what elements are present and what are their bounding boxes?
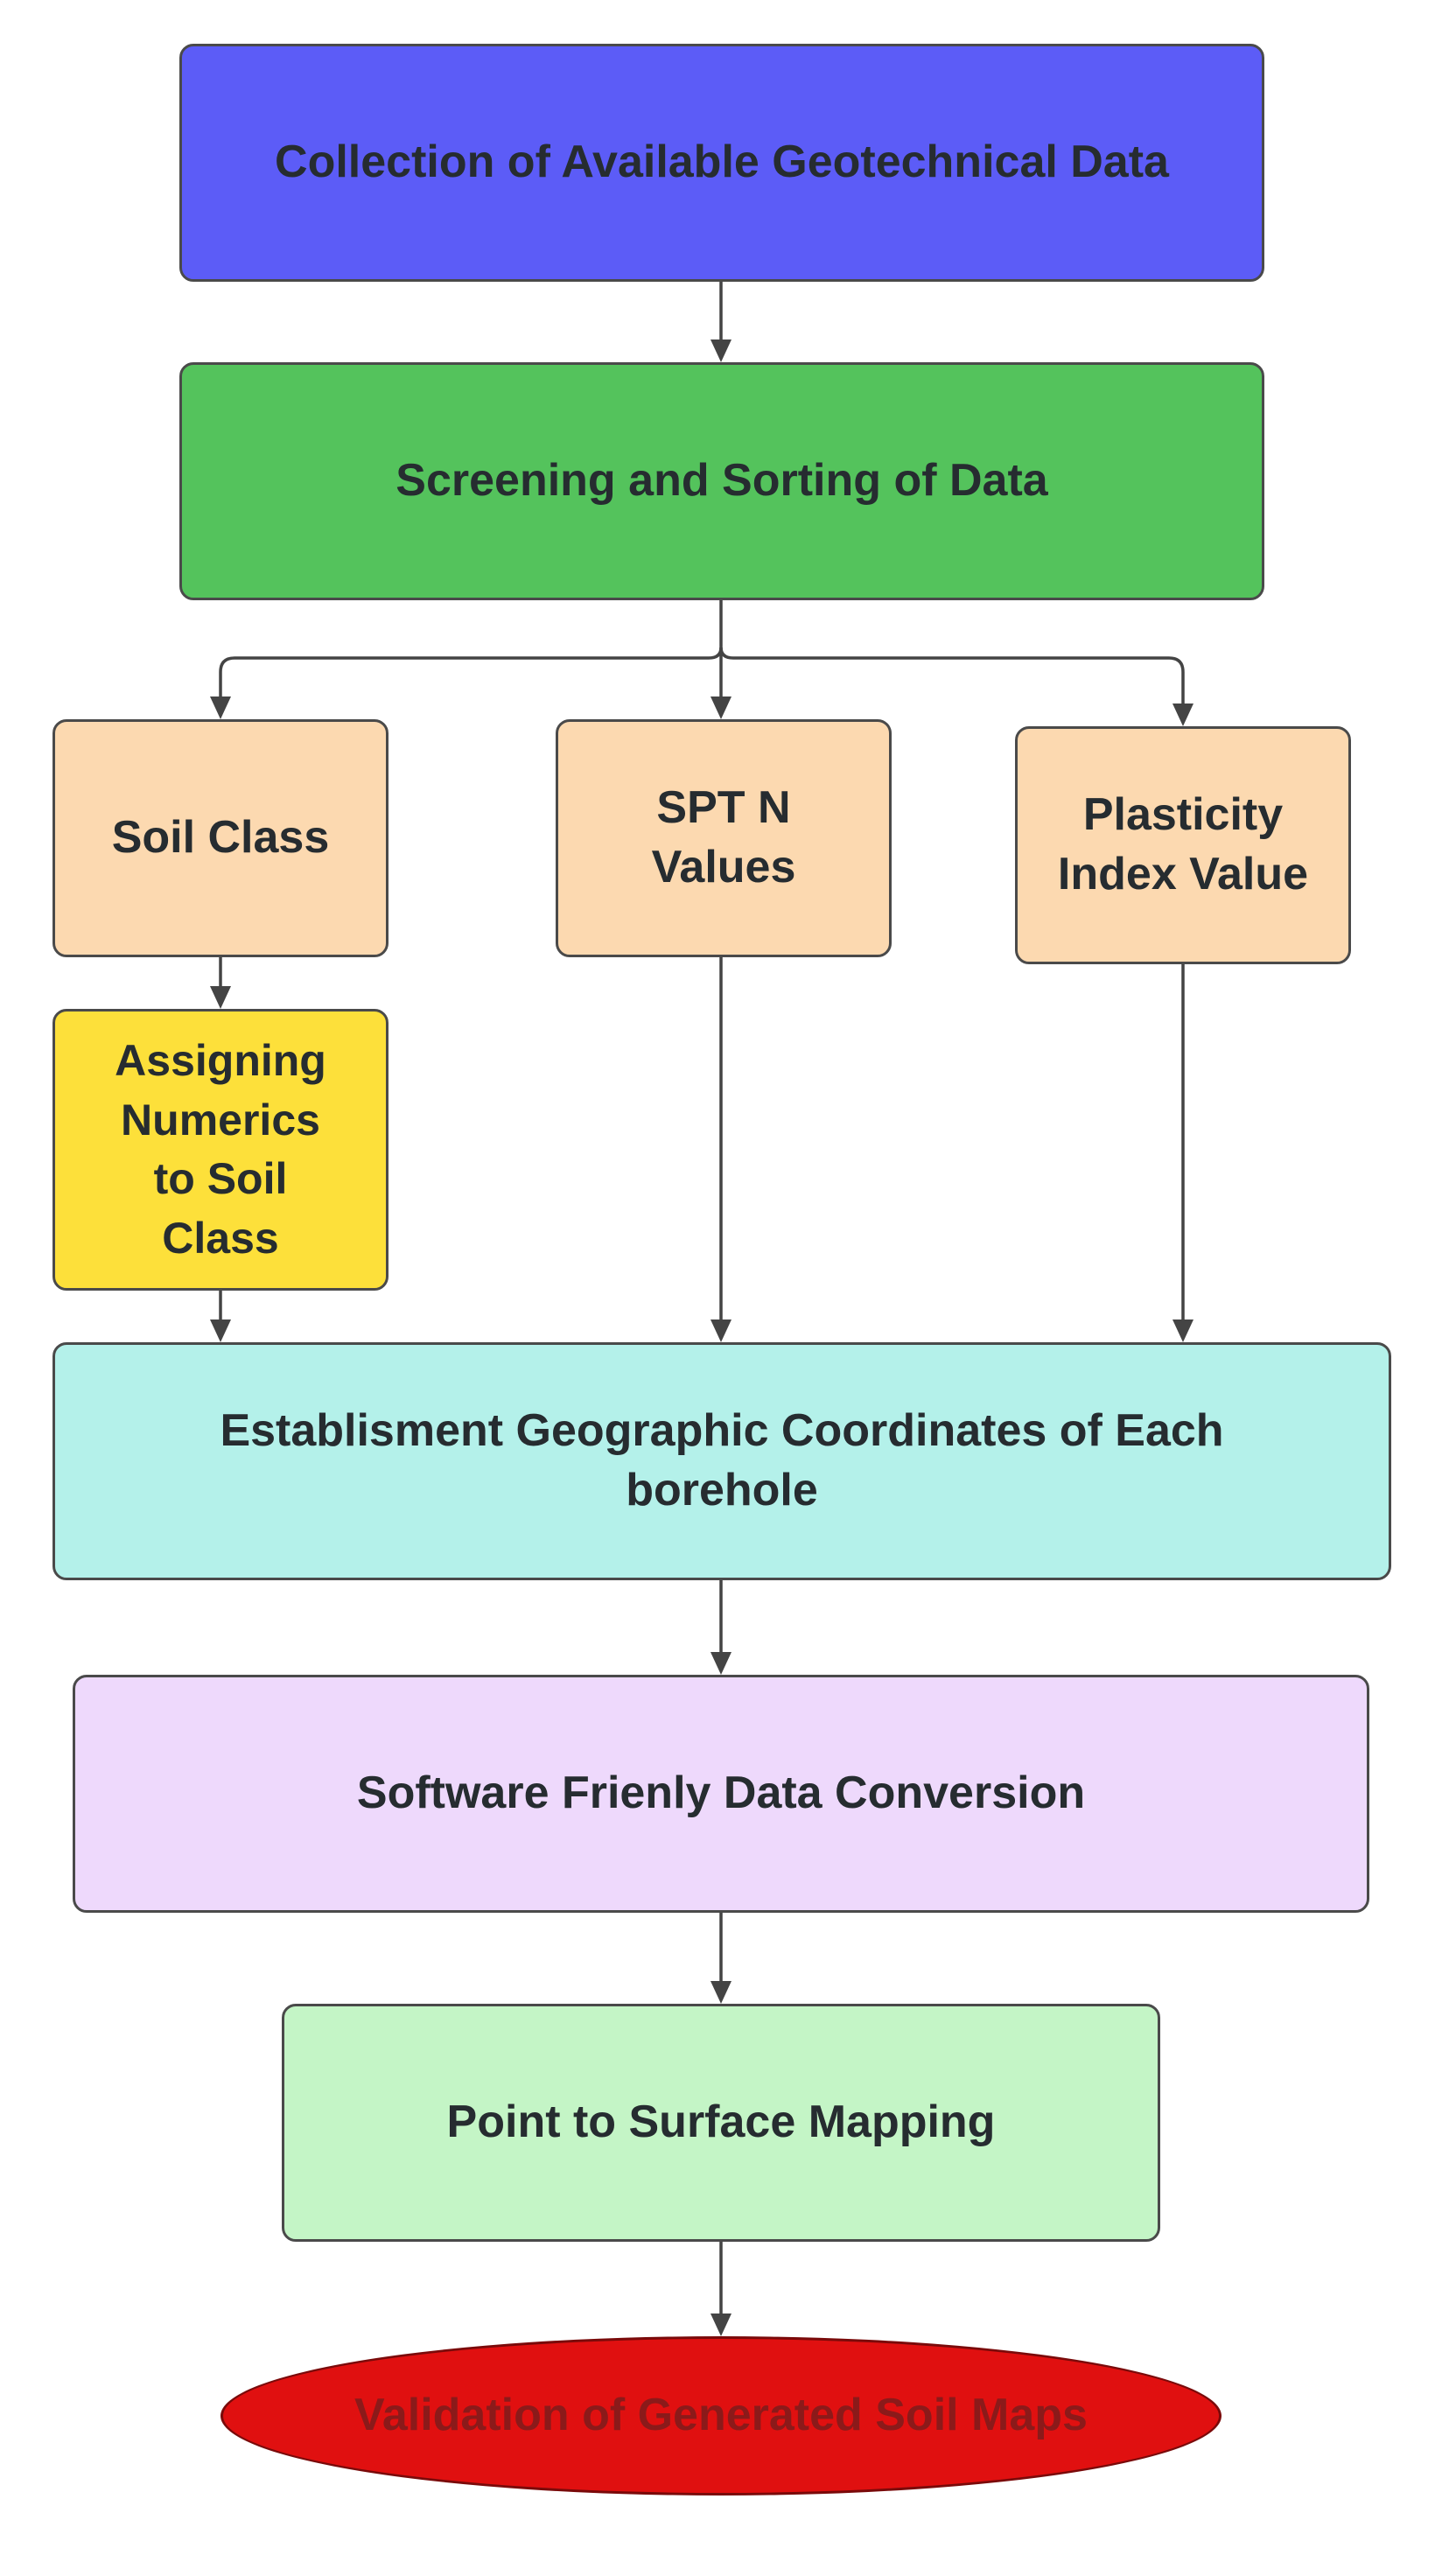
node-spt-n-values: SPT N Values <box>556 719 892 957</box>
node-soil-class: Soil Class <box>52 719 388 957</box>
arrowhead-point <box>710 1981 732 2004</box>
node-point-to-surface-mapping: Point to Surface Mapping <box>282 2004 1160 2242</box>
node-label: SPT N Values <box>651 782 796 892</box>
arrowhead-establish-left <box>210 1320 231 1342</box>
node-plasticity-index-value: Plasticity Index Value <box>1015 726 1351 964</box>
arrowhead-software <box>710 1652 732 1675</box>
node-label: Screening and Sorting of Data <box>396 455 1048 507</box>
edge-screening-to-plasticity <box>719 647 1185 707</box>
arrowhead-establish-center <box>710 1320 732 1342</box>
node-label: Soil Class <box>111 812 330 864</box>
arrowhead-screening <box>710 340 732 362</box>
arrowhead-validation <box>710 2314 732 2336</box>
arrowhead-spt <box>710 696 732 719</box>
node-label: Point to Surface Mapping <box>446 2096 996 2148</box>
node-assigning-numerics: Assigning Numerics to Soil Class <box>52 1009 388 1291</box>
node-validation-of-soil-maps: Validation of Generated Soil Maps <box>220 2336 1222 2496</box>
edge-screening-to-soil-class <box>219 647 723 700</box>
node-label: Plasticity Index Value <box>1057 789 1309 900</box>
arrowhead-establish-right <box>1172 1320 1194 1342</box>
arrowhead-assigning <box>210 986 231 1009</box>
node-software-friendly-conversion: Software Frienly Data Conversion <box>73 1675 1369 1913</box>
node-establish-geographic-coordinates: Establisment Geographic Coordinates of E… <box>52 1342 1391 1580</box>
node-label: Collection of Available Geotechnical Dat… <box>275 136 1169 188</box>
node-label: Establisment Geographic Coordinates of E… <box>220 1405 1224 1516</box>
node-label: Assigning Numerics to Soil Class <box>115 1036 326 1263</box>
node-screening-and-sorting: Screening and Sorting of Data <box>179 362 1264 600</box>
node-label: Software Frienly Data Conversion <box>356 1768 1086 1819</box>
node-collection-of-geotechnical-data: Collection of Available Geotechnical Dat… <box>179 44 1264 282</box>
arrowhead-soil-class <box>210 696 231 719</box>
node-label: Validation of Generated Soil Maps <box>354 2390 1088 2441</box>
arrowhead-plasticity <box>1172 704 1194 726</box>
